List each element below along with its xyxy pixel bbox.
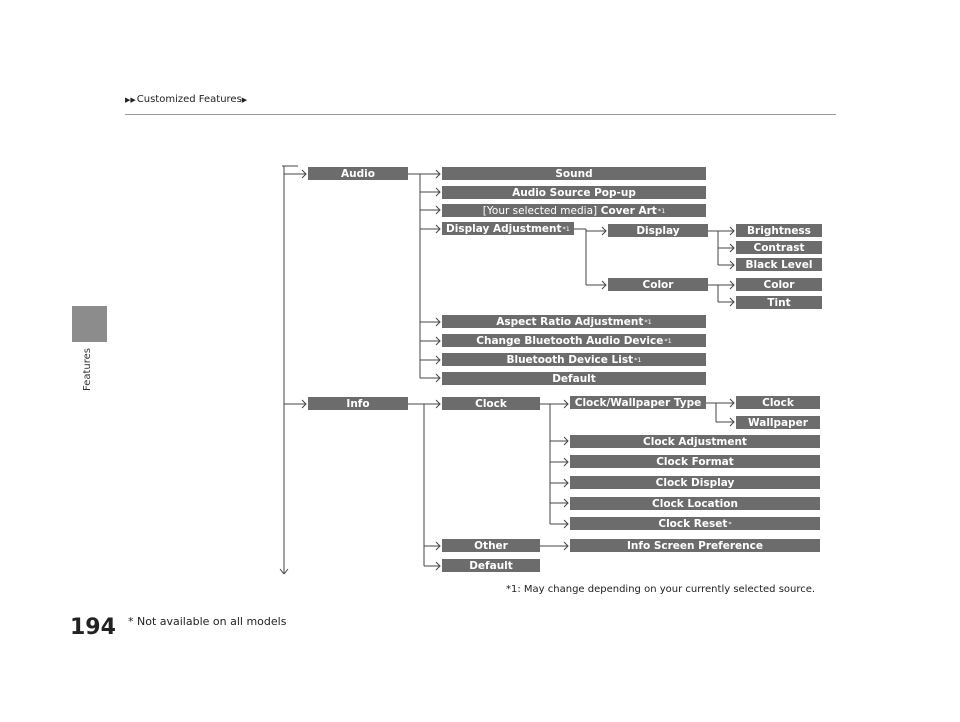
menu-info-default[interactable]: Default xyxy=(442,559,540,572)
menu-clock[interactable]: Clock xyxy=(736,396,820,409)
menu-info[interactable]: Info xyxy=(308,397,408,410)
menu-contrast[interactable]: Contrast xyxy=(736,241,822,254)
menu-black-level[interactable]: Black Level xyxy=(736,258,822,271)
triangle-right-icon: ▶ xyxy=(241,95,248,104)
breadcrumb: ▶▶ Customized Features ▶ xyxy=(125,94,248,105)
menu-audio-source-popup[interactable]: Audio Source Pop-up xyxy=(442,186,706,199)
menu-audio-default[interactable]: Default xyxy=(442,372,706,385)
breadcrumb-label: Customized Features xyxy=(136,94,242,105)
menu-tint[interactable]: Tint xyxy=(736,296,822,309)
header-rule xyxy=(125,114,836,115)
menu-clock-wallpaper-type[interactable]: Clock/Wallpaper Type xyxy=(570,396,706,409)
menu-color-group[interactable]: Color xyxy=(608,278,708,291)
menu-clock-display[interactable]: Clock Display xyxy=(570,476,820,489)
menu-clock-adjustment[interactable]: Clock Adjustment xyxy=(570,435,820,448)
menu-display-adjustment[interactable]: Display Adjustment*1 xyxy=(442,222,574,235)
menu-clock-group[interactable]: Clock xyxy=(442,397,540,410)
menu-clock-location[interactable]: Clock Location xyxy=(570,497,820,510)
menu-aspect-ratio[interactable]: Aspect Ratio Adjustment*1 xyxy=(442,315,706,328)
menu-cover-art[interactable]: [Your selected media] Cover Art*1 xyxy=(442,204,706,217)
menu-sound[interactable]: Sound xyxy=(442,167,706,180)
menu-color[interactable]: Color xyxy=(736,278,822,291)
menu-clock-format[interactable]: Clock Format xyxy=(570,455,820,468)
menu-bt-device-list[interactable]: Bluetooth Device List*1 xyxy=(442,353,706,366)
menu-audio[interactable]: Audio xyxy=(308,167,408,180)
menu-info-screen-preference[interactable]: Info Screen Preference xyxy=(570,539,820,552)
triangle-right-icon: ▶▶ xyxy=(125,95,136,104)
page-number: 194 xyxy=(70,615,116,640)
section-tab xyxy=(72,306,107,342)
menu-brightness[interactable]: Brightness xyxy=(736,224,822,237)
menu-clock-reset[interactable]: Clock Reset* xyxy=(570,517,820,530)
source-note: *1: May change depending on your current… xyxy=(506,584,816,595)
menu-wallpaper[interactable]: Wallpaper xyxy=(736,416,820,429)
menu-change-bt-audio[interactable]: Change Bluetooth Audio Device*1 xyxy=(442,334,706,347)
menu-display[interactable]: Display xyxy=(608,224,708,237)
menu-other[interactable]: Other xyxy=(442,539,540,552)
footnote: * Not available on all models xyxy=(128,615,287,628)
